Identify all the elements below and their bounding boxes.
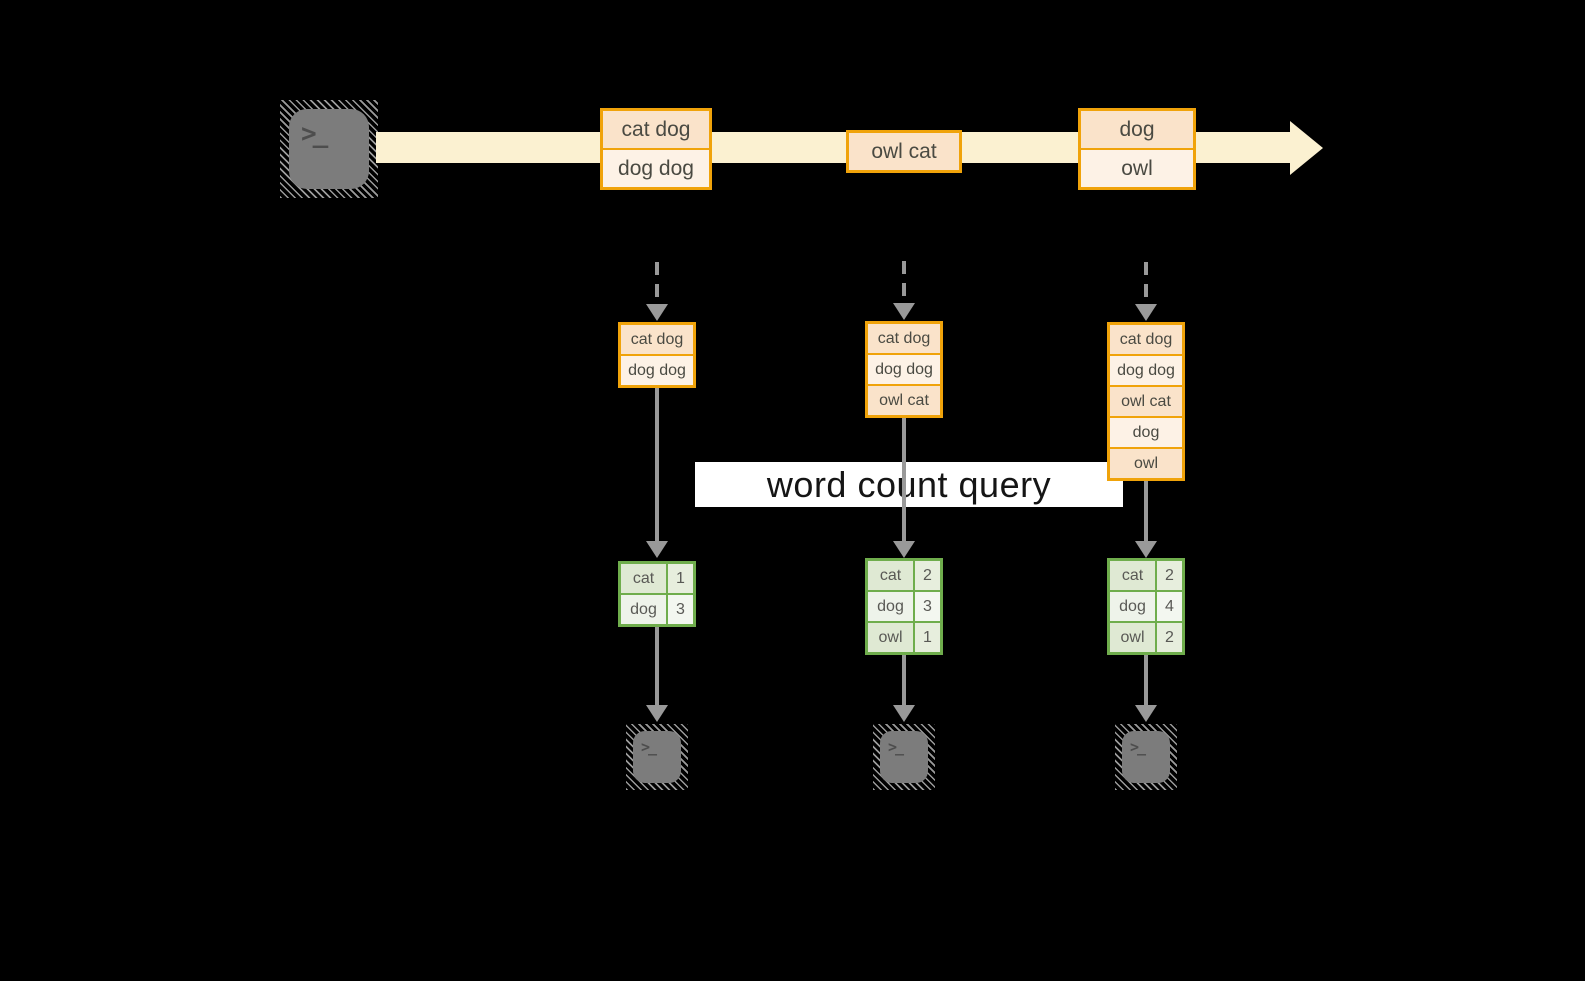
arrow-icon bbox=[902, 655, 906, 705]
count-cell: 2 bbox=[1157, 623, 1182, 652]
table-row: owl 1 bbox=[868, 623, 940, 652]
buffer-record: cat dog bbox=[1110, 325, 1182, 354]
arrowhead-icon bbox=[646, 541, 668, 558]
table-row: cat 2 bbox=[868, 561, 940, 590]
terminal-screen: >_ bbox=[633, 731, 681, 783]
word-cell: dog bbox=[621, 595, 666, 624]
table-row: cat 2 bbox=[1110, 561, 1182, 590]
count-cell: 3 bbox=[915, 592, 940, 621]
dashed-arrowhead-icon bbox=[646, 304, 668, 321]
dashed-arrow-icon bbox=[902, 261, 906, 303]
count-cell: 1 bbox=[668, 564, 693, 593]
buffer-record: cat dog bbox=[868, 324, 940, 353]
buffer-record: owl cat bbox=[868, 386, 940, 415]
stream-record: owl bbox=[1081, 150, 1193, 187]
arrowhead-icon bbox=[893, 541, 915, 558]
word-cell: cat bbox=[621, 564, 666, 593]
terminal-screen: >_ bbox=[1122, 731, 1170, 783]
arrow-icon bbox=[902, 418, 906, 541]
word-cell: owl bbox=[868, 623, 913, 652]
word-cell: owl bbox=[1110, 623, 1155, 652]
table-row: dog 3 bbox=[621, 595, 693, 624]
word-cell: cat bbox=[868, 561, 913, 590]
input-buffer-2: cat dog dog dog owl cat bbox=[865, 321, 943, 418]
arrow-icon bbox=[655, 627, 659, 705]
count-cell: 4 bbox=[1157, 592, 1182, 621]
terminal-prompt-glyph: >_ bbox=[1130, 738, 1146, 756]
arrow-icon bbox=[1144, 655, 1148, 705]
query-label: word count query bbox=[695, 462, 1123, 507]
count-cell: 1 bbox=[915, 623, 940, 652]
buffer-record: owl cat bbox=[1110, 387, 1182, 416]
table-row: dog 4 bbox=[1110, 592, 1182, 621]
stream-batch-2: owl cat bbox=[846, 130, 962, 173]
stream-record: dog bbox=[1081, 111, 1193, 148]
stream-record: owl cat bbox=[849, 133, 959, 170]
arrowhead-icon bbox=[1135, 705, 1157, 722]
buffer-record: dog bbox=[1110, 418, 1182, 447]
arrowhead-icon bbox=[646, 705, 668, 722]
wordcount-table-3: cat 2 dog 4 owl 2 bbox=[1107, 558, 1185, 655]
word-cell: cat bbox=[1110, 561, 1155, 590]
count-cell: 2 bbox=[915, 561, 940, 590]
terminal-prompt-glyph: >_ bbox=[888, 738, 904, 756]
dashed-arrow-icon bbox=[655, 262, 659, 304]
table-row: cat 1 bbox=[621, 564, 693, 593]
arrow-icon bbox=[1144, 481, 1148, 541]
arrow-icon bbox=[655, 388, 659, 541]
terminal-icon: >_ bbox=[626, 724, 688, 790]
dashed-arrowhead-icon bbox=[893, 303, 915, 320]
count-cell: 3 bbox=[668, 595, 693, 624]
dashed-arrowhead-icon bbox=[1135, 304, 1157, 321]
buffer-record: dog dog bbox=[868, 355, 940, 384]
stream-batch-1: cat dog dog dog bbox=[600, 108, 712, 190]
buffer-record: dog dog bbox=[621, 356, 693, 385]
terminal-prompt-glyph: >_ bbox=[641, 738, 657, 756]
buffer-record: owl bbox=[1110, 449, 1182, 478]
terminal-icon: >_ bbox=[1115, 724, 1177, 790]
stream-record: cat dog bbox=[603, 111, 709, 148]
input-buffer-3: cat dog dog dog owl cat dog owl bbox=[1107, 322, 1185, 481]
word-cell: dog bbox=[1110, 592, 1155, 621]
wordcount-table-1: cat 1 dog 3 bbox=[618, 561, 696, 627]
buffer-record: cat dog bbox=[621, 325, 693, 354]
count-cell: 2 bbox=[1157, 561, 1182, 590]
arrowhead-icon bbox=[1135, 541, 1157, 558]
word-cell: dog bbox=[868, 592, 913, 621]
input-buffer-1: cat dog dog dog bbox=[618, 322, 696, 388]
terminal-icon: >_ bbox=[280, 100, 378, 198]
stream-arrowhead-icon bbox=[1290, 121, 1323, 175]
wordcount-table-2: cat 2 dog 3 owl 1 bbox=[865, 558, 943, 655]
table-row: dog 3 bbox=[868, 592, 940, 621]
terminal-icon: >_ bbox=[873, 724, 935, 790]
stream-record: dog dog bbox=[603, 150, 709, 187]
terminal-prompt-glyph: >_ bbox=[301, 119, 328, 149]
table-row: owl 2 bbox=[1110, 623, 1182, 652]
terminal-screen: >_ bbox=[880, 731, 928, 783]
stream-batch-3: dog owl bbox=[1078, 108, 1196, 190]
dashed-arrow-icon bbox=[1144, 262, 1148, 304]
arrowhead-icon bbox=[893, 705, 915, 722]
buffer-record: dog dog bbox=[1110, 356, 1182, 385]
terminal-screen: >_ bbox=[289, 109, 369, 189]
